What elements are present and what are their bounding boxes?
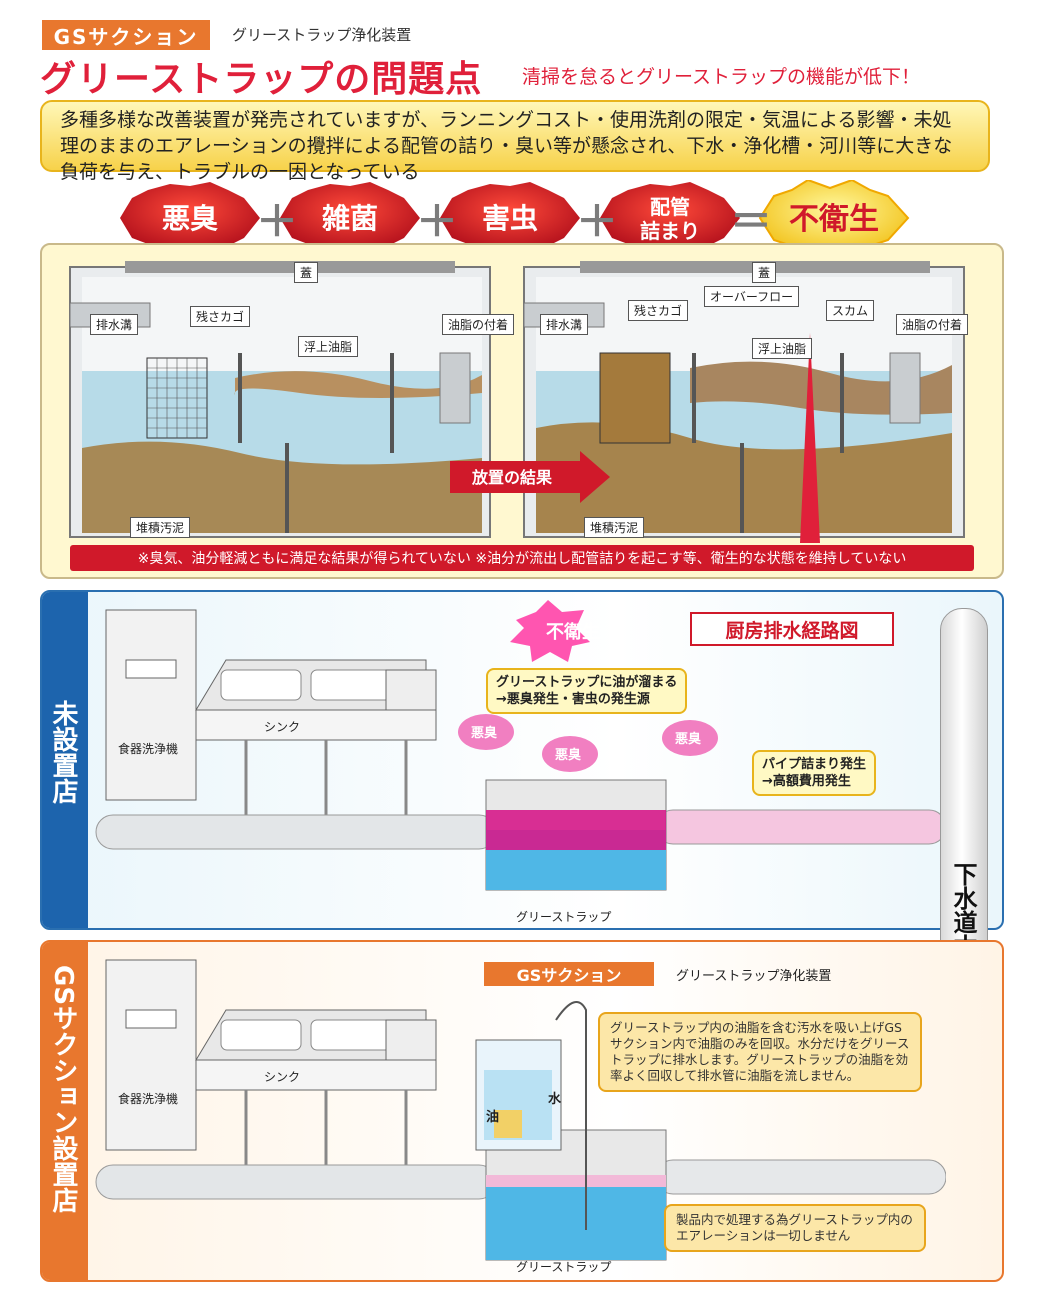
dishwasher-label-top: 食器洗浄機 bbox=[118, 742, 179, 756]
callout-oil-accumulates: グリーストラップに油が溜まる →悪臭発生・害虫の発生源 bbox=[486, 668, 688, 714]
without-side-bar bbox=[42, 592, 88, 928]
gs-description: グリーストラップ内の油脂を含む汚水を吸い上げGSサクション内で油脂のみを回収。水… bbox=[598, 1012, 922, 1092]
warning-banner: ※臭気、油分軽減ともに満足な結果が得られていない ※油分が流出し配管詰りを起こす… bbox=[70, 545, 974, 571]
equation-item-pests: 害虫 bbox=[482, 202, 538, 235]
drain-pipe-left bbox=[95, 814, 497, 850]
burst-shape-1 bbox=[120, 182, 260, 252]
oil-label: 油 bbox=[486, 1110, 500, 1125]
sink-label-top: シンク bbox=[264, 720, 301, 734]
overflow-label: オーバーフロー bbox=[704, 286, 800, 307]
dishwasher-bottom bbox=[105, 959, 197, 1151]
smell-clouds bbox=[458, 714, 718, 772]
tank-left bbox=[69, 261, 491, 538]
plus-sign-3: ＋ bbox=[576, 197, 619, 246]
callout2-line1: パイプ詰まり発生 bbox=[762, 757, 867, 772]
equation-item-odor: 悪臭 bbox=[162, 202, 218, 235]
sludge-label-left: 堆積汚泥 bbox=[130, 517, 191, 538]
dishwasher-left bbox=[105, 609, 197, 801]
equation-item-pipe-line2: 詰まり bbox=[640, 219, 700, 243]
tank-diagrams: 放置の結果 bbox=[69, 261, 965, 543]
plus-sign-1: ＋ bbox=[256, 197, 299, 246]
unsanitary-burst bbox=[510, 600, 590, 662]
lid-label-left: 蓋 bbox=[294, 262, 319, 283]
burst-shape-2 bbox=[280, 182, 420, 252]
result-arrow: 放置の結果 bbox=[450, 451, 610, 503]
equation-item-pipe-line1: 配管 bbox=[650, 195, 690, 219]
without-side-label: 未設置店 bbox=[48, 700, 78, 804]
scum-label: スカム bbox=[826, 300, 875, 321]
result-arrow-label: 放置の結果 bbox=[471, 468, 552, 487]
callout1-line2: →悪臭発生・害虫の発生源 bbox=[496, 692, 650, 707]
pipe-to-main-bottom bbox=[655, 1159, 946, 1195]
equals-sign: ＝ bbox=[730, 197, 773, 246]
pipe-to-main-left bbox=[655, 809, 946, 845]
callout1-line1: グリーストラップに油が溜まる bbox=[496, 675, 678, 690]
water-label: 水 bbox=[548, 1092, 562, 1107]
trap-label-top: グリーストラップ bbox=[516, 910, 612, 924]
sink-label-bottom: シンク bbox=[264, 1070, 301, 1084]
gs-suction-badge-2: GSサクション bbox=[484, 962, 654, 986]
unsanitary-label: 不衛生 bbox=[546, 622, 600, 643]
without-diagram bbox=[95, 600, 946, 891]
sink-bottom bbox=[195, 1059, 437, 1091]
lid-label-right: 蓋 bbox=[752, 262, 777, 283]
tank-right bbox=[523, 261, 965, 543]
smell-label-1: 悪臭 bbox=[471, 726, 498, 741]
sludge-label-right: 堆積汚泥 bbox=[584, 517, 645, 538]
oil-adhesion-label-left: 油脂の付着 bbox=[442, 314, 515, 335]
equation-item-germs: 雑菌 bbox=[321, 202, 378, 235]
callout2-line2: →高額費用発生 bbox=[762, 774, 851, 789]
drain-label-right: 排水溝 bbox=[540, 314, 589, 335]
drain-pipe-bottom bbox=[95, 1164, 497, 1200]
callout-pipe-clog: パイプ詰まり発生 →高額費用発生 bbox=[752, 750, 877, 796]
smell-label-2: 悪臭 bbox=[555, 748, 582, 763]
equation-row: 悪臭 雑菌 害虫 配管 詰まり 不衛生 bbox=[120, 180, 910, 255]
gs-note: 製品内で処理する為グリーストラップ内のエアレーションは一切しません bbox=[664, 1204, 926, 1252]
basket-label-left: 残さカゴ bbox=[190, 306, 251, 327]
floating-oil-label-right: 浮上油脂 bbox=[752, 338, 813, 359]
smell-label-3: 悪臭 bbox=[675, 732, 702, 747]
trap-label-bottom: グリーストラップ bbox=[516, 1260, 612, 1274]
header-subtitle: グリーストラップ浄化装置 bbox=[232, 26, 412, 44]
route-title: 厨房排水経路図 bbox=[690, 612, 894, 646]
oil-adhesion-label-right: 油脂の付着 bbox=[896, 314, 969, 335]
floating-oil-label-left: 浮上油脂 bbox=[298, 336, 359, 357]
gs-suction-badge: GSサクション bbox=[42, 20, 210, 50]
burst-shape-4 bbox=[600, 182, 740, 252]
gs-suction-subtitle-2: グリーストラップ浄化装置 bbox=[676, 969, 832, 984]
basket-label-right: 残さカゴ bbox=[628, 300, 689, 321]
burst-shape-3 bbox=[440, 182, 580, 252]
with-side-label: GSサクション設置店 bbox=[48, 965, 78, 1214]
equation-result: 不衛生 bbox=[789, 202, 879, 237]
page-title: グリーストラップの問題点 bbox=[40, 59, 483, 100]
with-side-bar bbox=[42, 942, 88, 1280]
sink-left bbox=[195, 709, 437, 741]
plus-sign-2: ＋ bbox=[416, 197, 459, 246]
with-diagram bbox=[95, 959, 946, 1261]
drain-label-left: 排水溝 bbox=[90, 314, 139, 335]
tagline: 清掃を怠るとグリーストラップの機能が低下！ bbox=[522, 66, 921, 88]
dishwasher-label-bottom: 食器洗浄機 bbox=[118, 1092, 179, 1106]
intro-box: 多種多様な改善装置が発売されていますが、ランニングコスト・使用洗剤の限定・気温に… bbox=[40, 100, 990, 183]
